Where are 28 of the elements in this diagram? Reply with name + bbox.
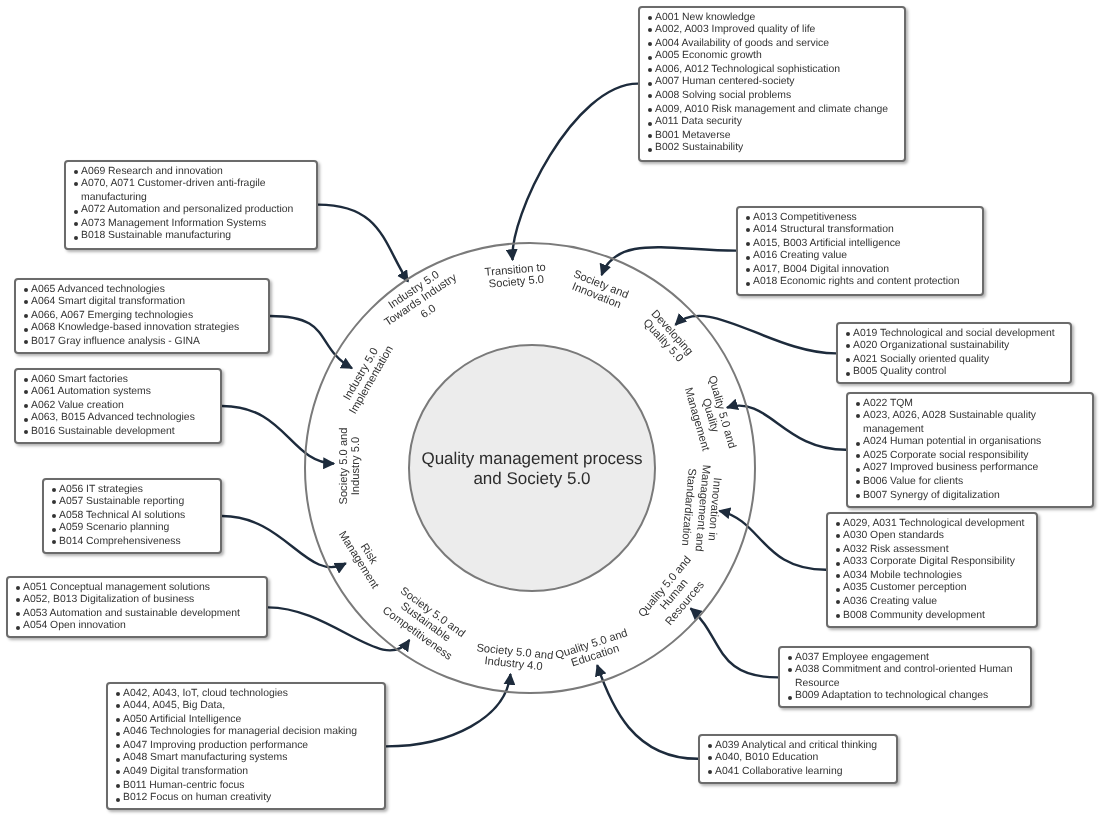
outer-ring	[304, 242, 756, 694]
list-box	[638, 6, 906, 162]
curved-arrow	[674, 313, 837, 355]
list-box	[106, 682, 386, 811]
list-box	[64, 160, 318, 250]
list-box	[778, 646, 1032, 709]
list-box	[826, 512, 1038, 628]
curved-arrow	[689, 607, 779, 679]
curved-arrow	[600, 246, 737, 277]
curved-arrow	[221, 514, 347, 573]
list-box	[14, 278, 270, 354]
curved-arrow	[267, 606, 411, 652]
list-box	[698, 734, 898, 784]
list-box	[6, 576, 268, 639]
curved-arrow	[718, 508, 827, 571]
curved-arrow	[269, 314, 353, 370]
curved-arrow	[507, 82, 639, 262]
center-circle: Quality management process and Society 5.0	[408, 344, 656, 592]
list-box	[14, 368, 222, 444]
list-box	[836, 322, 1072, 385]
curved-arrow	[725, 399, 847, 451]
list-box	[42, 478, 222, 554]
list-box	[736, 206, 984, 296]
list-box	[846, 392, 1094, 508]
curved-arrow	[317, 203, 410, 283]
curved-arrow	[595, 664, 699, 760]
curved-arrow	[385, 672, 515, 748]
curved-arrow	[221, 404, 336, 469]
